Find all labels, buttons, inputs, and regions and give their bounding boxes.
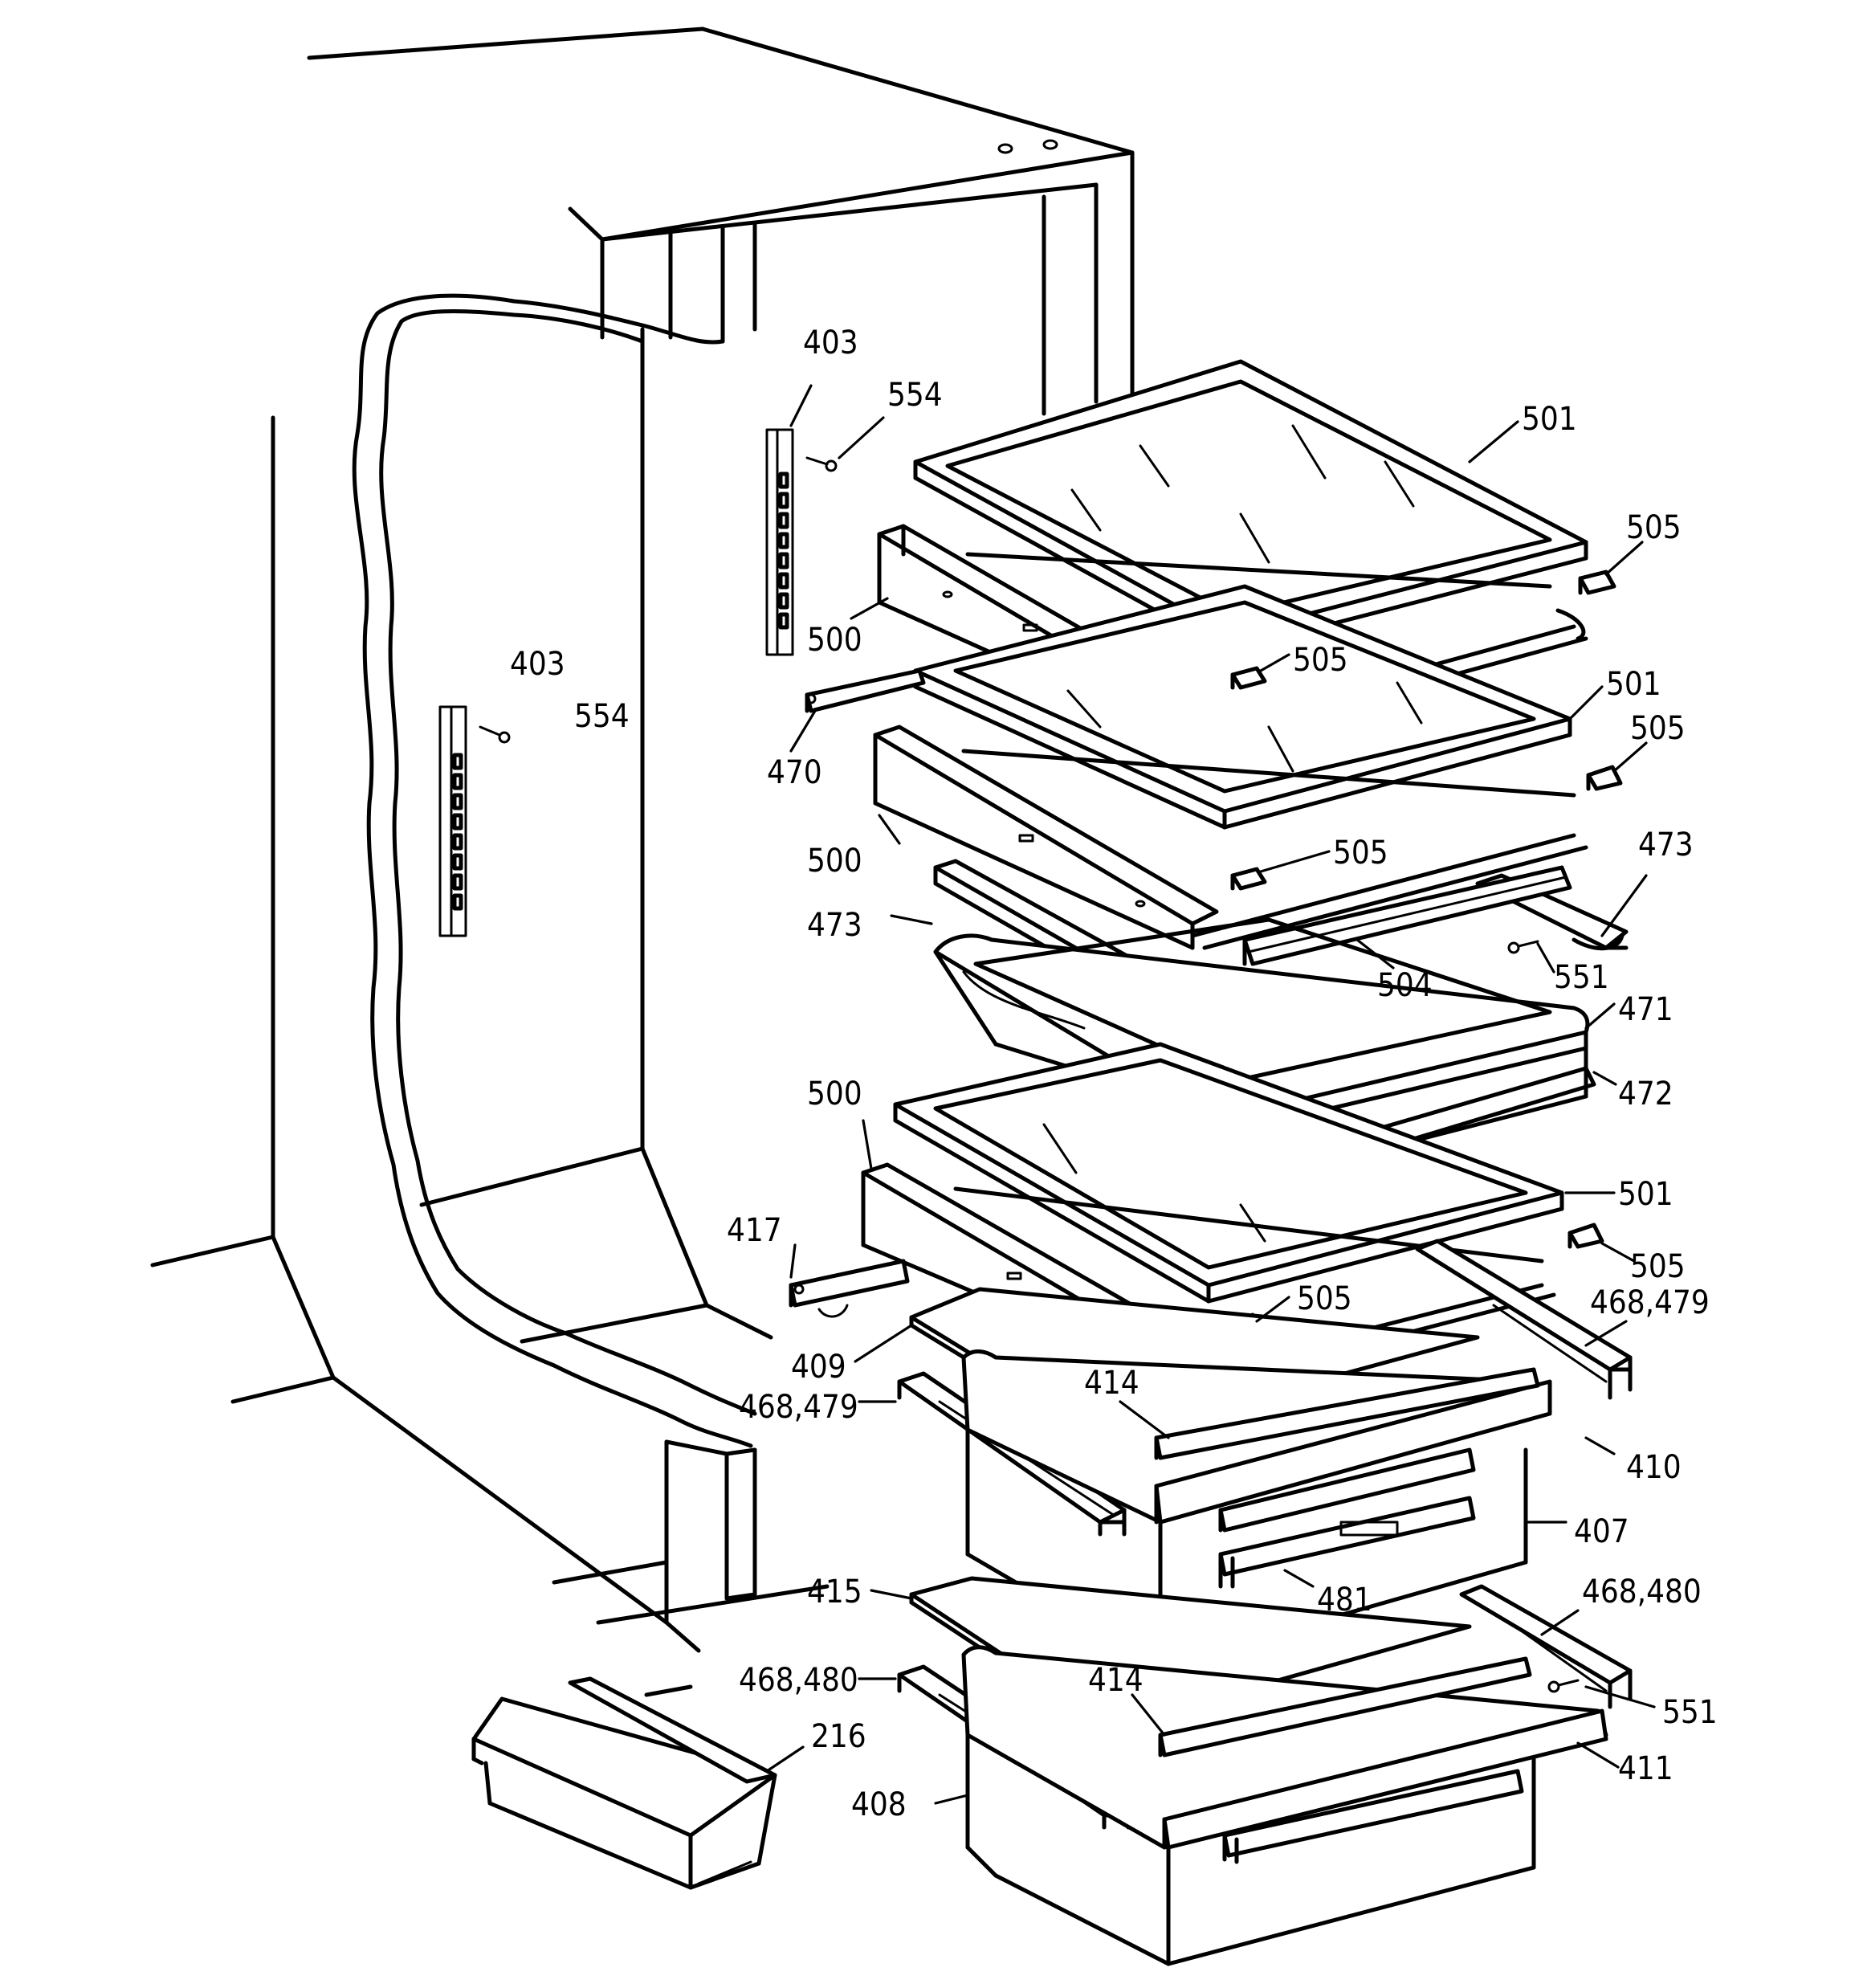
callout-504: 504 bbox=[1377, 967, 1433, 1004]
callout-472: 472 bbox=[1618, 1076, 1673, 1112]
rail-470 bbox=[805, 668, 926, 713]
callout-505-e: 505 bbox=[1630, 1248, 1686, 1285]
callout-216: 216 bbox=[811, 1718, 866, 1755]
callout-473-left: 473 bbox=[807, 907, 862, 944]
screw-551-lower bbox=[1547, 1679, 1580, 1693]
callout-403-lower: 403 bbox=[510, 646, 565, 683]
callout-554-upper: 554 bbox=[887, 377, 943, 414]
door-bin-216 bbox=[471, 1676, 777, 1890]
callout-407: 407 bbox=[1574, 1513, 1629, 1550]
callout-408: 408 bbox=[851, 1786, 907, 1823]
rail-417 bbox=[789, 1259, 910, 1318]
callout-415: 415 bbox=[807, 1574, 862, 1610]
drawer-rail-468-479-right bbox=[1415, 1239, 1633, 1400]
glass-shelf-501-lower bbox=[893, 1042, 1564, 1304]
callout-500-upper: 500 bbox=[807, 622, 862, 659]
drawer-rail-468-480-right bbox=[1459, 1584, 1633, 1709]
callout-505-c: 505 bbox=[1630, 710, 1686, 747]
rail-504 bbox=[1242, 865, 1572, 966]
callout-468-479-left: 468,479 bbox=[739, 1389, 858, 1426]
callout-551-upper: 551 bbox=[1554, 959, 1609, 996]
clip-505-b bbox=[1230, 666, 1267, 690]
callout-505-f: 505 bbox=[1297, 1280, 1352, 1317]
cabinet bbox=[150, 27, 1135, 1697]
shelf-ladder-403-lower bbox=[438, 705, 467, 937]
callout-417: 417 bbox=[727, 1212, 782, 1249]
screw-554-upper bbox=[805, 456, 838, 472]
drawer-handle-481 bbox=[1218, 1496, 1476, 1589]
clip-505-e bbox=[1567, 1223, 1604, 1249]
callout-409: 409 bbox=[791, 1349, 846, 1386]
shelf-ladder-403-upper bbox=[765, 428, 794, 656]
shelf-trim-414-lower bbox=[1158, 1656, 1532, 1757]
clip-505-d bbox=[1230, 867, 1267, 891]
callout-468-480-left: 468,480 bbox=[739, 1662, 858, 1699]
screw-551-upper bbox=[1507, 940, 1539, 954]
callout-468-480-right: 468,480 bbox=[1582, 1574, 1702, 1610]
callout-501-lower: 501 bbox=[1618, 1176, 1673, 1213]
callout-505-b: 505 bbox=[1293, 642, 1348, 679]
leader-lines bbox=[765, 384, 1656, 1805]
callout-500-middle: 500 bbox=[807, 843, 862, 880]
callout-468-479-right: 468,479 bbox=[1590, 1284, 1710, 1321]
callout-labels: 403 554 403 554 501 505 500 505 501 505 … bbox=[510, 325, 1718, 1823]
shelf-frame-500-middle bbox=[873, 725, 1588, 950]
screw-554-lower bbox=[479, 725, 511, 744]
callout-470: 470 bbox=[767, 754, 822, 791]
callout-481: 481 bbox=[1317, 1582, 1372, 1619]
callout-501-top: 501 bbox=[1522, 401, 1577, 438]
callout-551-lower: 551 bbox=[1662, 1694, 1718, 1731]
callout-410: 410 bbox=[1626, 1449, 1682, 1486]
callout-473-right: 473 bbox=[1638, 827, 1694, 863]
callout-414-lower: 414 bbox=[1088, 1662, 1143, 1699]
callout-414-upper: 414 bbox=[1084, 1365, 1139, 1402]
clip-505-c bbox=[1586, 765, 1623, 791]
callout-403-upper: 403 bbox=[803, 325, 858, 361]
callout-471: 471 bbox=[1618, 991, 1673, 1028]
callout-501-middle: 501 bbox=[1606, 666, 1661, 703]
callout-505-d: 505 bbox=[1333, 835, 1388, 872]
callout-505-a: 505 bbox=[1626, 509, 1682, 546]
callout-411: 411 bbox=[1618, 1750, 1673, 1787]
callout-500-lower: 500 bbox=[807, 1076, 862, 1112]
drawer-408 bbox=[961, 1645, 1608, 1966]
shelf-trim-414-upper bbox=[1154, 1367, 1540, 1460]
callout-554-lower: 554 bbox=[574, 698, 630, 735]
clip-505-a bbox=[1578, 569, 1616, 595]
